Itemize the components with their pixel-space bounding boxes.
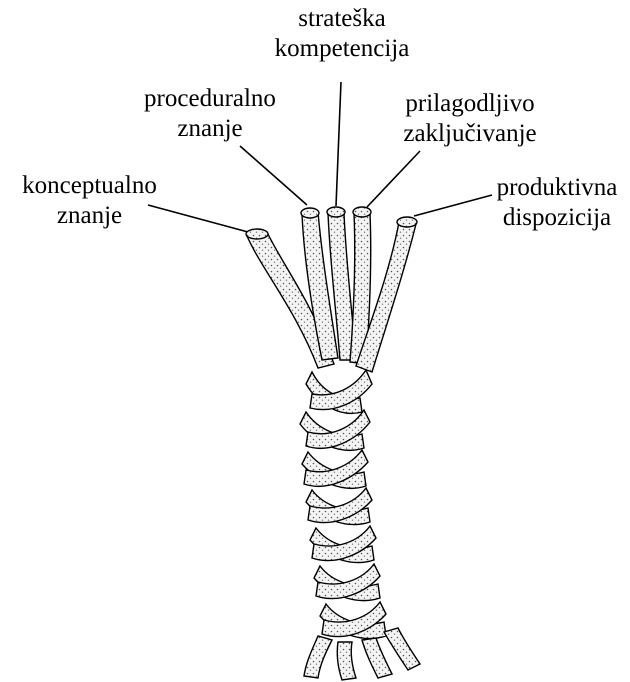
braid-end [362, 638, 392, 678]
braid-end [337, 642, 356, 680]
strand-tip [397, 217, 417, 227]
braid-end [384, 628, 420, 670]
label-konceptualno-znanje: konceptualno znanje [2, 171, 177, 231]
label-line: zaključivanje [375, 119, 565, 149]
braid-end [304, 636, 332, 678]
leader-line-prilagodljivo [367, 151, 420, 207]
strand-tip [327, 207, 345, 217]
leader-line-produktivna [414, 195, 492, 216]
label-strateska-kompetencija: strateška kompetencija [262, 4, 422, 64]
rope-strands [246, 207, 417, 372]
strand-tip [353, 207, 371, 217]
leader-line-strateska [336, 82, 341, 206]
label-line: produktivna [482, 173, 630, 203]
strand-tip [246, 229, 268, 239]
label-line: znanje [2, 201, 177, 231]
label-line: konceptualno [2, 171, 177, 201]
label-prilagodljivo-zakljucivanje: prilagodljivo zaključivanje [375, 89, 565, 149]
label-line: kompetencija [262, 34, 422, 64]
label-line: proceduralno [125, 84, 295, 114]
label-line: dispozicija [482, 203, 630, 233]
label-line: strateška [262, 4, 422, 34]
label-line: znanje [125, 114, 295, 144]
label-proceduralno-znanje: proceduralno znanje [125, 84, 295, 144]
leader-line-proceduralno [240, 146, 307, 205]
label-produktivna-dispozicija: produktivna dispozicija [482, 173, 630, 233]
label-line: prilagodljivo [375, 89, 565, 119]
strand-tip [301, 208, 319, 218]
braid-body [300, 370, 420, 680]
